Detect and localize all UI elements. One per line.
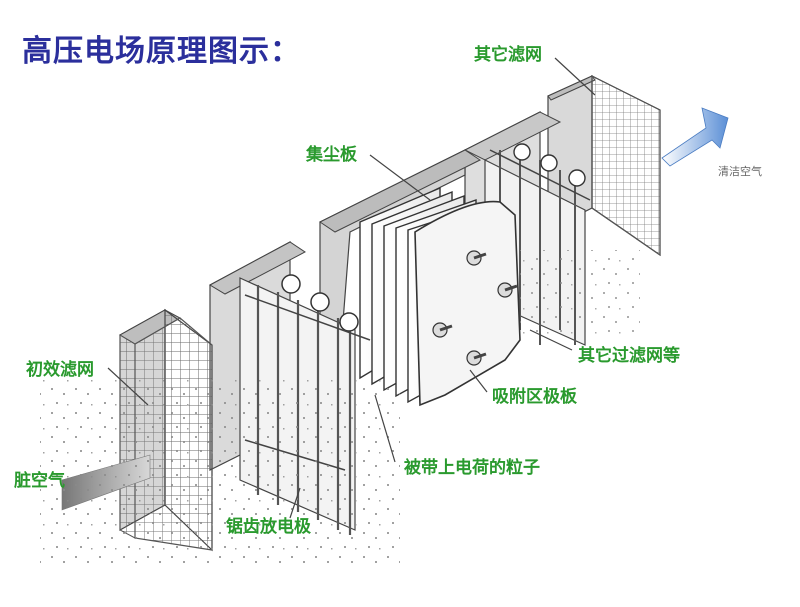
collector-plate-stack <box>319 149 521 407</box>
label-clean-air: 清洁空气 <box>718 165 762 178</box>
label-adsorption-plate: 吸附区极板 <box>492 387 577 407</box>
label-other-filter: 其它滤网 <box>474 45 542 65</box>
particle-cloud-upper <box>520 250 640 340</box>
label-collector-plate: 集尘板 <box>306 145 357 165</box>
label-sawtooth-electrode: 锯齿放电极 <box>226 517 311 537</box>
page-title: 高压电场原理图示： <box>22 34 301 69</box>
label-primary-filter: 初效滤网 <box>26 360 94 380</box>
leader-lines <box>107 57 596 519</box>
label-other-filters-etc: 其它过滤网等 <box>578 346 680 366</box>
label-charged-particles: 被带上电荷的粒子 <box>404 458 540 478</box>
clean-air-arrow <box>661 107 729 167</box>
particle-cloud <box>40 380 400 570</box>
label-dirty-air: 脏空气 <box>14 471 65 491</box>
